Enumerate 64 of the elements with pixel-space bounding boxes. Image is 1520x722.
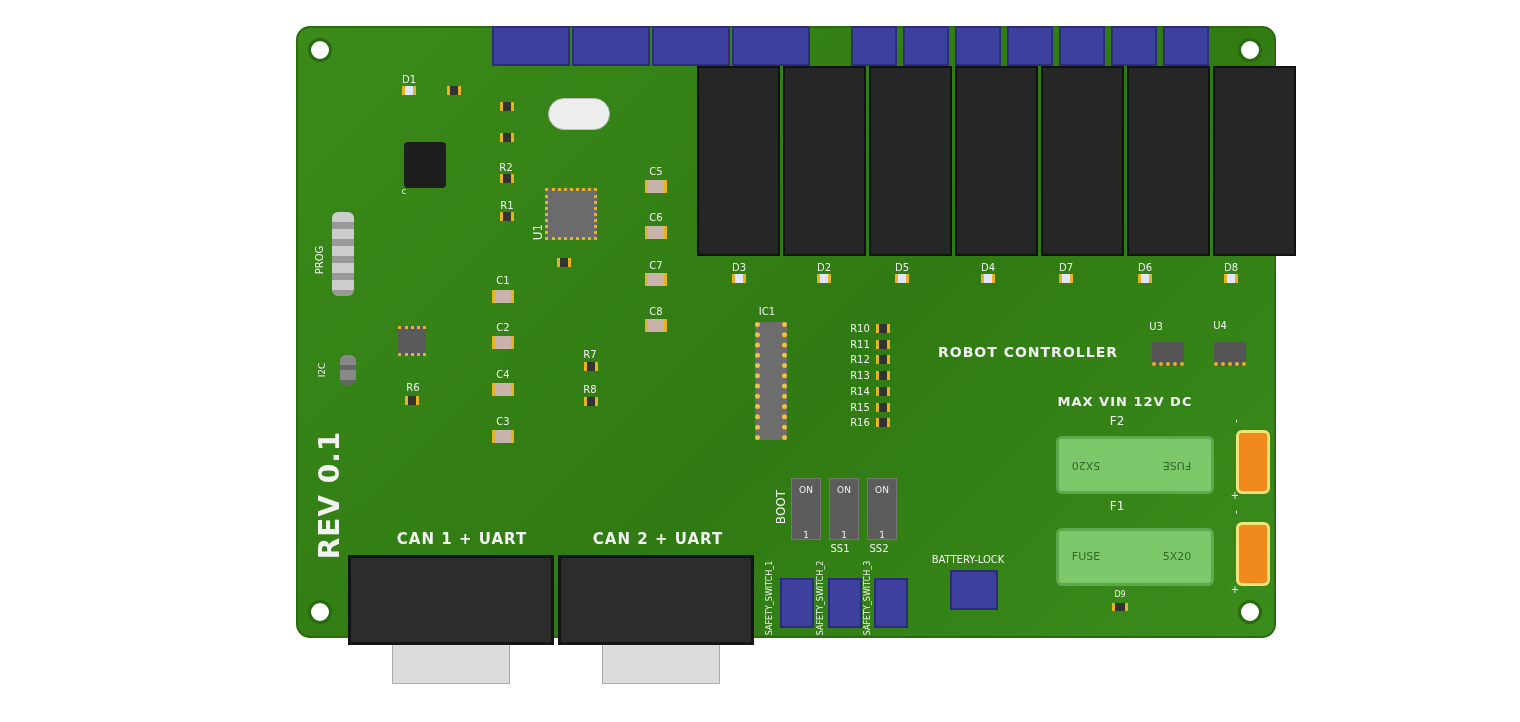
polarity-mark: - [1232, 419, 1242, 423]
switch-label: BOOT [775, 489, 787, 525]
switch-label: SS2 [869, 544, 889, 554]
switch-marking: ON [875, 485, 889, 495]
switch-marking: 1 [879, 530, 885, 540]
component-label: R6 [406, 383, 420, 393]
component-label: U4 [1213, 321, 1227, 331]
component-label: R12 [850, 355, 870, 366]
component-label: C5 [649, 167, 663, 177]
component-label: C2 [496, 323, 510, 333]
component-label: D7 [1058, 263, 1074, 273]
component-label: R1 [500, 201, 514, 211]
switch-marking: 1 [803, 530, 809, 540]
connector-label: PROG [315, 245, 325, 275]
connector-label: CAN 2 + UART [592, 531, 724, 547]
connector-label: BATTERY-LOCK [931, 555, 1005, 565]
connector-label: SAFETY_SWITCH_3 [864, 560, 872, 636]
component-label: R10 [850, 324, 870, 334]
switch-marking: 1 [841, 530, 847, 540]
fuse-marking: FUSE [1162, 459, 1192, 471]
component-label: D3 [731, 263, 747, 273]
component-label: D6 [1137, 263, 1153, 273]
board-title: ROBOT CONTROLLER [938, 345, 1118, 359]
voltage-note: MAX VIN 12V DC [1057, 394, 1193, 408]
component-label: C1 [496, 276, 510, 286]
fuse-marking: 5X20 [1071, 459, 1101, 471]
component-label: C6 [649, 213, 663, 223]
component-label: C7 [649, 261, 663, 271]
polarity-mark: + [1230, 491, 1240, 501]
component-label: D8 [1223, 263, 1239, 273]
component-label: F2 [1109, 415, 1125, 427]
component-label: R13 [850, 371, 870, 382]
fuse-marking: FUSE [1071, 550, 1101, 562]
connector-label: I2C [317, 362, 327, 378]
component-label: D9 [1114, 591, 1126, 599]
component-label: R8 [583, 385, 597, 395]
connector-label: SAFETY_SWITCH_2 [817, 560, 825, 636]
component-label: D1 [401, 75, 417, 85]
component-label: U1 [532, 223, 544, 241]
component-label: R16 [850, 418, 870, 429]
polarity-mark: + [1230, 585, 1240, 595]
component-label: C3 [496, 417, 510, 427]
component-label: C8 [649, 307, 663, 317]
connector-label: CAN 1 + UART [396, 531, 528, 547]
component-label: R14 [850, 386, 870, 397]
switch-marking: ON [799, 485, 813, 495]
component-label: R7 [583, 350, 597, 360]
component-label: F1 [1109, 500, 1125, 512]
component-label: IC1 [758, 307, 776, 317]
fuse-marking: 5X20 [1162, 550, 1192, 562]
component-label: U3 [1149, 322, 1163, 332]
component-label: R11 [850, 339, 870, 350]
component-label: D4 [980, 263, 996, 273]
switch-label: SS1 [830, 544, 850, 554]
component-label: R15 [850, 402, 870, 413]
component-label: c [401, 188, 407, 196]
component-label: C4 [496, 370, 510, 380]
component-label: D5 [894, 263, 910, 273]
component-label: D2 [816, 263, 832, 273]
revision-label: REV 0.1 [316, 430, 344, 560]
polarity-mark: - [1232, 510, 1242, 514]
connector-label: SAFETY_SWITCH_1 [766, 560, 774, 636]
switch-marking: ON [837, 485, 851, 495]
component-label: R2 [499, 163, 513, 173]
